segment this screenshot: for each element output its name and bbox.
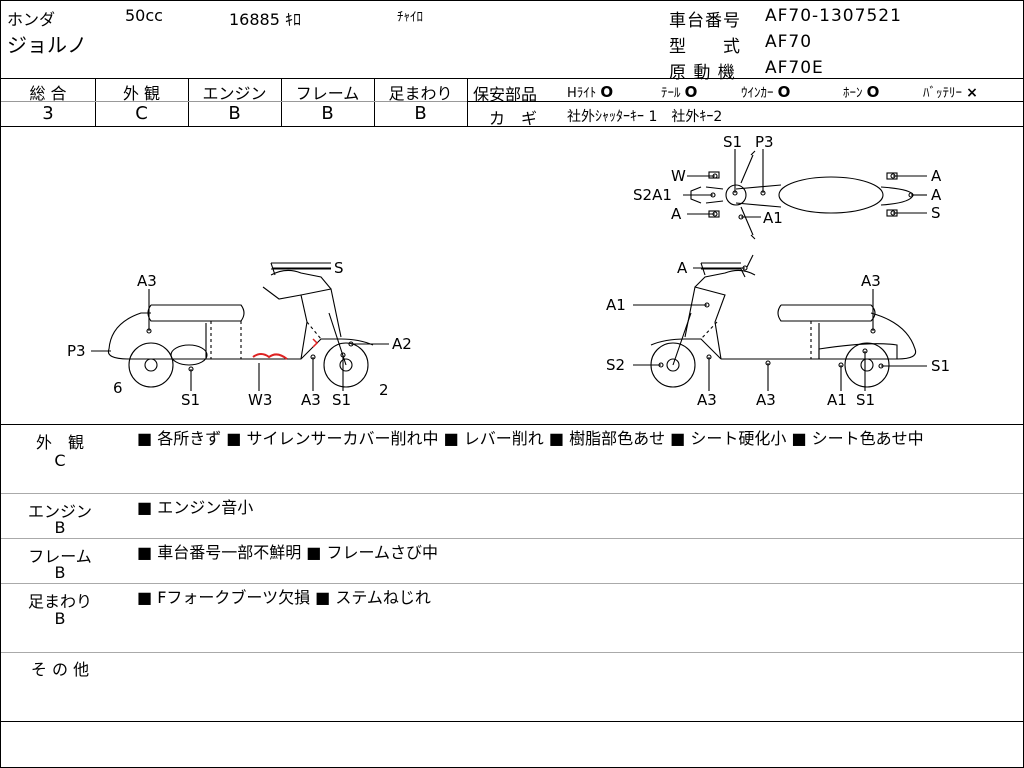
safety-battery: ﾊﾞｯﾃﾘｰ ×: [923, 85, 978, 101]
color-tag: ﾁｬｲﾛ: [397, 10, 423, 25]
label-right-a3: A3: [861, 272, 881, 290]
note-engine-text: ■ エンジン音小: [137, 498, 254, 517]
label-right-a3b: A3: [756, 391, 776, 409]
note-suspension-grade: B: [54, 609, 66, 628]
label-left-w3: W3: [248, 391, 272, 409]
label-left-s1: S1: [181, 391, 200, 409]
label-left-s1b: S1: [332, 391, 351, 409]
note-engine-grade: B: [54, 518, 66, 537]
note-frame-text: ■ 車台番号一部不鮮明 ■ フレームさび中: [137, 543, 439, 562]
engine-label: 原 動 機: [669, 63, 736, 83]
label-right-s2: S2: [606, 356, 625, 374]
label-left-a3b: A3: [301, 391, 321, 409]
divider: [1, 424, 1023, 425]
label-top-p3: P3: [755, 133, 774, 151]
key-value: 社外ｼｬｯﾀｰｷｰ 1 社外ｷｰ2: [567, 109, 723, 125]
mileage: 16885 ｷﾛ: [229, 10, 301, 29]
note-suspension-label: 足まわり: [27, 592, 92, 611]
model-name: ジョルノ: [7, 33, 87, 57]
note-exterior-grade: C: [54, 451, 66, 470]
type-value: AF70: [765, 32, 813, 52]
right-view-scooter: [650, 254, 917, 388]
grade-engine-value: B: [228, 103, 241, 124]
label-top-a-r2: A: [931, 186, 942, 204]
top-view-scooter: [690, 150, 914, 240]
divider: [1, 78, 1023, 79]
label-top-a1: A1: [763, 209, 783, 227]
frame-number: AF70-1307521: [765, 6, 902, 26]
label-left-p3: P3: [67, 342, 86, 360]
label-right-a3a: A3: [697, 391, 717, 409]
label-top-s1: S1: [723, 133, 742, 151]
grade-suspension-value: B: [414, 103, 427, 124]
note-exterior-label: 外 観: [35, 433, 84, 452]
key-label: カ ギ: [489, 109, 538, 128]
label-left-2: 2: [379, 381, 389, 399]
divider: [1, 126, 1023, 127]
safety-headlight: Hﾗｲﾄ O: [567, 83, 614, 101]
left-view-scooter: [107, 262, 374, 388]
grade-exterior-label: 外 観: [122, 84, 161, 103]
note-frame-label: フレーム: [28, 547, 92, 566]
label-right-a1: A1: [606, 296, 626, 314]
damage-mark: [252, 353, 288, 360]
frame-number-label: 車台番号: [669, 11, 741, 31]
safety-taillight: ﾃｰﾙ O: [661, 83, 698, 101]
label-left-a3: A3: [137, 272, 157, 290]
type-label: 型 式: [669, 37, 741, 57]
displacement: 50cc: [125, 6, 163, 25]
label-right-a: A: [677, 259, 688, 277]
label-top-w: W: [671, 167, 686, 185]
grade-exterior-value: C: [135, 103, 148, 124]
engine-value: AF70E: [765, 58, 824, 78]
note-suspension-text: ■ Fフォークブーツ欠損 ■ ステムねじれ: [137, 588, 431, 607]
label-top-a-left: A: [671, 205, 682, 223]
note-other-label: そ の 他: [30, 660, 90, 679]
label-left-s: S: [334, 259, 344, 277]
label-top-s: S: [931, 204, 941, 222]
safety-horn: ﾎｰﾝ O: [843, 83, 880, 101]
note-engine-label: エンジン: [27, 502, 92, 521]
label-right-a1b: A1: [827, 391, 847, 409]
label-left-a2: A2: [392, 335, 412, 353]
safety-label: 保安部品: [473, 85, 538, 104]
note-frame-grade: B: [54, 563, 66, 582]
damage-mark: [312, 338, 319, 348]
grade-engine-label: エンジン: [202, 84, 267, 103]
label-top-a-r1: A: [931, 167, 942, 185]
grade-frame-value: B: [321, 103, 334, 124]
damage-diagram: S1 P3 W S2A1 A A1 A A S: [67, 133, 950, 409]
label-top-s2a1: S2A1: [633, 186, 672, 204]
grade-frame-label: フレーム: [295, 84, 360, 103]
grade-suspension-label: 足まわり: [388, 84, 453, 103]
safety-winker: ｳｲﾝｶｰ O: [741, 83, 791, 101]
note-exterior-text: ■ 各所きず ■ サイレンサーカバー削れ中 ■ レバー削れ ■ 樹脂部色あせ ■…: [137, 429, 924, 448]
grade-overall-label: 総 合: [29, 84, 67, 103]
maker: ホンダ: [7, 10, 56, 29]
label-left-6: 6: [113, 379, 123, 397]
grade-overall-value: 3: [42, 103, 54, 124]
label-right-s1: S1: [931, 357, 950, 375]
label-right-s1b: S1: [856, 391, 875, 409]
